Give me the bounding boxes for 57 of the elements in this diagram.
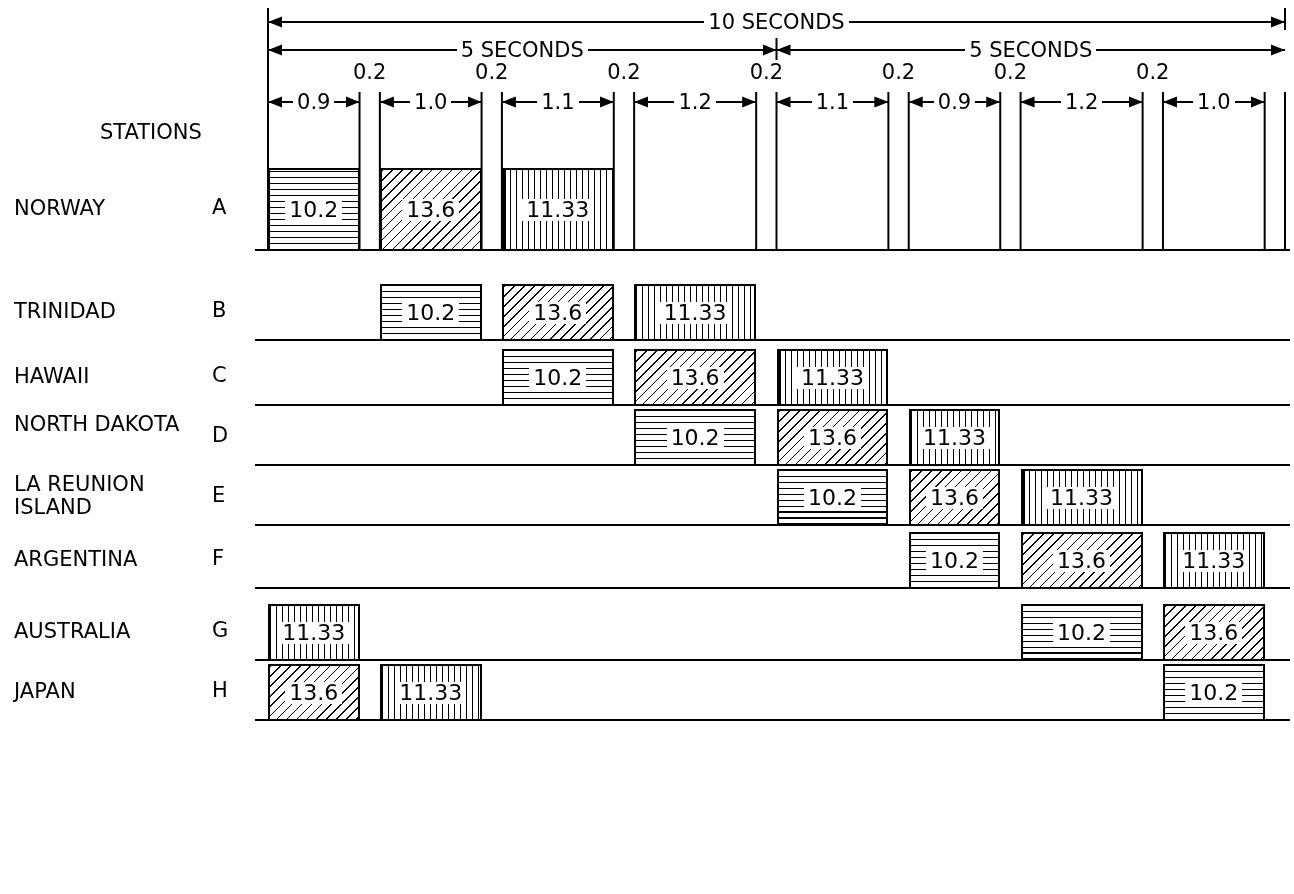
frequency-value: 10.2 xyxy=(1185,682,1243,704)
vertical-hatched-pulse xyxy=(634,284,757,340)
horizontal-hatched-pulse xyxy=(776,469,889,525)
frequency-value: 13.6 xyxy=(1185,622,1243,644)
horizontal-hatched-pulse xyxy=(634,409,757,465)
vertical-hatched-pulse xyxy=(268,604,360,660)
frequency-value: 13.6 xyxy=(666,367,724,389)
station-name: HAWAII xyxy=(14,365,91,389)
frequency-value: 10.2 xyxy=(925,550,983,572)
frequency-value: 13.6 xyxy=(529,302,587,324)
station-letter: H xyxy=(212,680,228,701)
frequency-value: 10.2 xyxy=(803,487,861,509)
vertical-hatched-pulse xyxy=(1020,469,1143,525)
frequency-value: 10.2 xyxy=(285,199,343,221)
station-letter: C xyxy=(212,365,227,386)
frequency-value: 13.6 xyxy=(925,487,983,509)
frequency-value: 10.2 xyxy=(1053,622,1111,644)
frequency-value: 13.6 xyxy=(1053,550,1111,572)
station-letter: A xyxy=(212,197,227,218)
station-name: NORTH DAKOTA xyxy=(14,413,181,437)
frequency-value: 10.2 xyxy=(529,367,587,389)
station-letter: E xyxy=(212,485,226,506)
diagonal-hatched-pulse xyxy=(1020,532,1143,588)
frequency-value: 13.6 xyxy=(285,682,343,704)
station-name: AUSTRALIA xyxy=(14,620,132,644)
station-letter: F xyxy=(212,548,225,569)
frequency-value: 10.2 xyxy=(402,302,460,324)
horizontal-hatched-pulse xyxy=(379,284,482,340)
diagonal-hatched-pulse xyxy=(379,168,482,250)
station-letter: D xyxy=(212,425,229,446)
diagonal-hatched-pulse xyxy=(268,664,360,720)
vertical-hatched-pulse xyxy=(501,168,614,250)
horizontal-hatched-pulse xyxy=(501,349,614,405)
diagonal-hatched-pulse xyxy=(501,284,614,340)
station-name: JAPAN xyxy=(14,680,77,704)
diagonal-hatched-pulse xyxy=(634,349,757,405)
vertical-hatched-pulse xyxy=(908,409,1001,465)
frequency-value: 13.6 xyxy=(402,199,460,221)
horizontal-hatched-pulse xyxy=(1162,664,1265,720)
station-letter: G xyxy=(212,620,229,641)
station-name: LA REUNION ISLAND xyxy=(14,473,146,520)
station-name: TRINIDAD xyxy=(14,300,117,324)
frequency-value: 13.6 xyxy=(803,427,861,449)
horizontal-hatched-pulse xyxy=(1020,604,1143,660)
station-name: NORWAY xyxy=(14,197,107,221)
diagonal-hatched-pulse xyxy=(776,409,889,465)
vertical-hatched-pulse xyxy=(776,349,889,405)
vertical-hatched-pulse xyxy=(379,664,482,720)
frequency-value: 10.2 xyxy=(666,427,724,449)
horizontal-hatched-pulse xyxy=(268,168,360,250)
horizontal-hatched-pulse xyxy=(908,532,1001,588)
vertical-hatched-pulse xyxy=(1162,532,1265,588)
diagonal-hatched-pulse xyxy=(908,469,1001,525)
column-header: STATIONS xyxy=(100,122,202,143)
station-name: ARGENTINA xyxy=(14,548,139,572)
diagonal-hatched-pulse xyxy=(1162,604,1265,660)
station-letter: B xyxy=(212,300,227,321)
